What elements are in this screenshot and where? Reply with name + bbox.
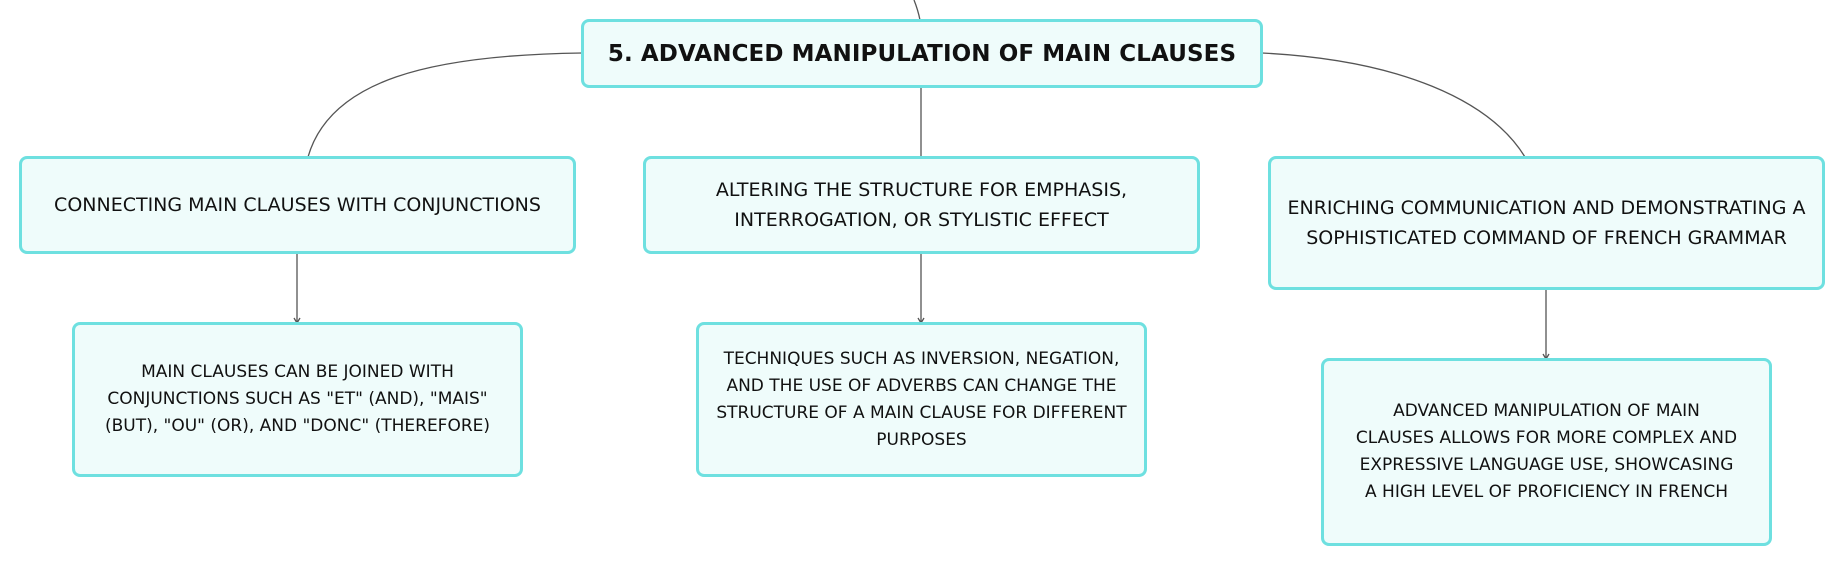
- branch-node-label: ENRICHING COMMUNICATION AND DEMONSTRATIN…: [1287, 197, 1806, 249]
- detail-node-techniques[interactable]: TECHNIQUES SUCH AS INVERSION, NEGATION, …: [696, 322, 1147, 477]
- detail-node-text: TECHNIQUES SUCH AS INVERSION, NEGATION, …: [716, 348, 1127, 450]
- branch-node-label: CONNECTING MAIN CLAUSES WITH CONJUNCTION…: [54, 194, 541, 216]
- detail-node-conjunctions[interactable]: MAIN CLAUSES CAN BE JOINED WITH CONJUNCT…: [72, 322, 523, 477]
- branch-node-label: ALTERING THE STRUCTURE FOR EMPHASIS, INT…: [715, 179, 1128, 231]
- root-node-label: 5. ADVANCED MANIPULATION OF MAIN CLAUSES: [607, 40, 1237, 67]
- branch-node-altering-structure[interactable]: ALTERING THE STRUCTURE FOR EMPHASIS, INT…: [643, 156, 1200, 254]
- detail-node-text: ADVANCED MANIPULATION OF MAIN CLAUSES AL…: [1355, 401, 1738, 502]
- root-node[interactable]: 5. ADVANCED MANIPULATION OF MAIN CLAUSES: [581, 19, 1263, 88]
- detail-node-text: MAIN CLAUSES CAN BE JOINED WITH CONJUNCT…: [104, 362, 491, 436]
- detail-node-proficiency[interactable]: ADVANCED MANIPULATION OF MAIN CLAUSES AL…: [1321, 358, 1772, 546]
- connector-root-to-branch-1: [307, 52, 583, 158]
- branch-node-connecting-clauses[interactable]: CONNECTING MAIN CLAUSES WITH CONJUNCTION…: [19, 156, 576, 254]
- connector-parent-to-root: [913, 0, 921, 21]
- branch-node-enriching-communication[interactable]: ENRICHING COMMUNICATION AND DEMONSTRATIN…: [1268, 156, 1825, 290]
- connector-root-to-branch-3: [1261, 52, 1526, 158]
